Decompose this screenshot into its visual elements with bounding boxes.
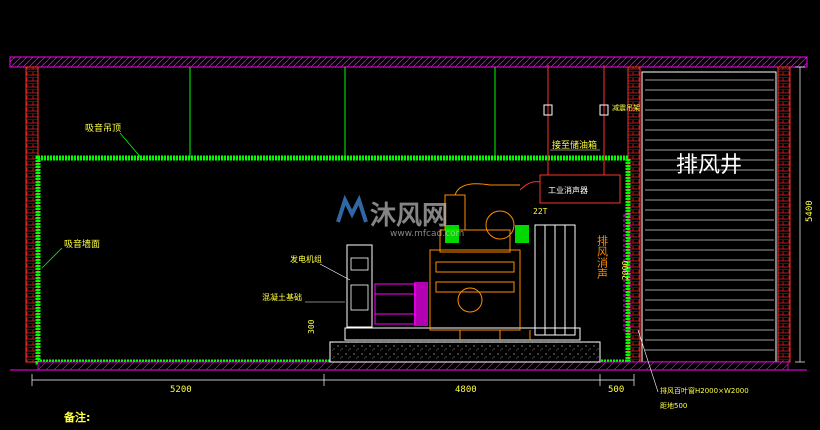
label-generator: 发电机组	[290, 254, 322, 264]
wall-opening	[623, 214, 631, 331]
turbo-chargers	[445, 225, 529, 243]
valve-2	[599, 104, 609, 116]
exhaust-silencer: 工业消声器	[519, 174, 621, 204]
label-connect-tank: 接至储油箱	[552, 139, 597, 151]
dim-4800: 4800	[455, 385, 477, 395]
label-ceiling-absorb: 吸音吊顶	[85, 122, 121, 134]
right-wall	[777, 66, 791, 363]
leader-wall	[41, 247, 63, 269]
roof-slab	[9, 56, 808, 68]
dimension-line-bottom	[31, 374, 635, 386]
dim-22t: 22T	[533, 207, 548, 216]
label-bottom-note: 距地500	[660, 401, 687, 410]
label-damper: 减震吊架	[612, 103, 640, 112]
notes-title: 备注:	[63, 410, 90, 424]
watermark: 沐风网 www.mfcad.com	[336, 194, 464, 239]
dim-5400: 5400	[805, 200, 815, 222]
dim-300: 300	[307, 319, 316, 334]
label-foundation: 混凝土基础	[262, 292, 302, 302]
dim-2000: 2000	[621, 261, 630, 280]
diesel-engine	[429, 183, 531, 340]
alternator	[374, 282, 428, 326]
leader-generator	[319, 263, 351, 281]
svg-text:工业消声器: 工业消声器	[548, 185, 588, 195]
dim-500: 500	[608, 385, 624, 395]
floor-slab	[37, 361, 789, 371]
shaft-label: 排风井	[676, 153, 742, 178]
svg-text:www.mfcad.com: www.mfcad.com	[390, 229, 464, 239]
concrete-foundation	[329, 341, 601, 363]
label-vent-note: 排风百叶窗H2000×W2000	[660, 386, 749, 395]
radiator	[534, 224, 576, 336]
leader-ceiling	[119, 132, 144, 161]
control-panel	[346, 244, 373, 328]
exhaust-shaft-louvers	[641, 71, 777, 363]
label-wall-absorb: 吸音墙面	[64, 238, 100, 250]
leader-vent	[637, 329, 659, 393]
dim-5200: 5200	[170, 385, 192, 395]
valve-1	[543, 104, 553, 116]
dimension-line-height	[795, 66, 805, 363]
svg-text:沐风网: 沐风网	[370, 201, 448, 231]
label-side: 排风消声	[596, 234, 609, 280]
generator-base-frame	[344, 327, 581, 341]
